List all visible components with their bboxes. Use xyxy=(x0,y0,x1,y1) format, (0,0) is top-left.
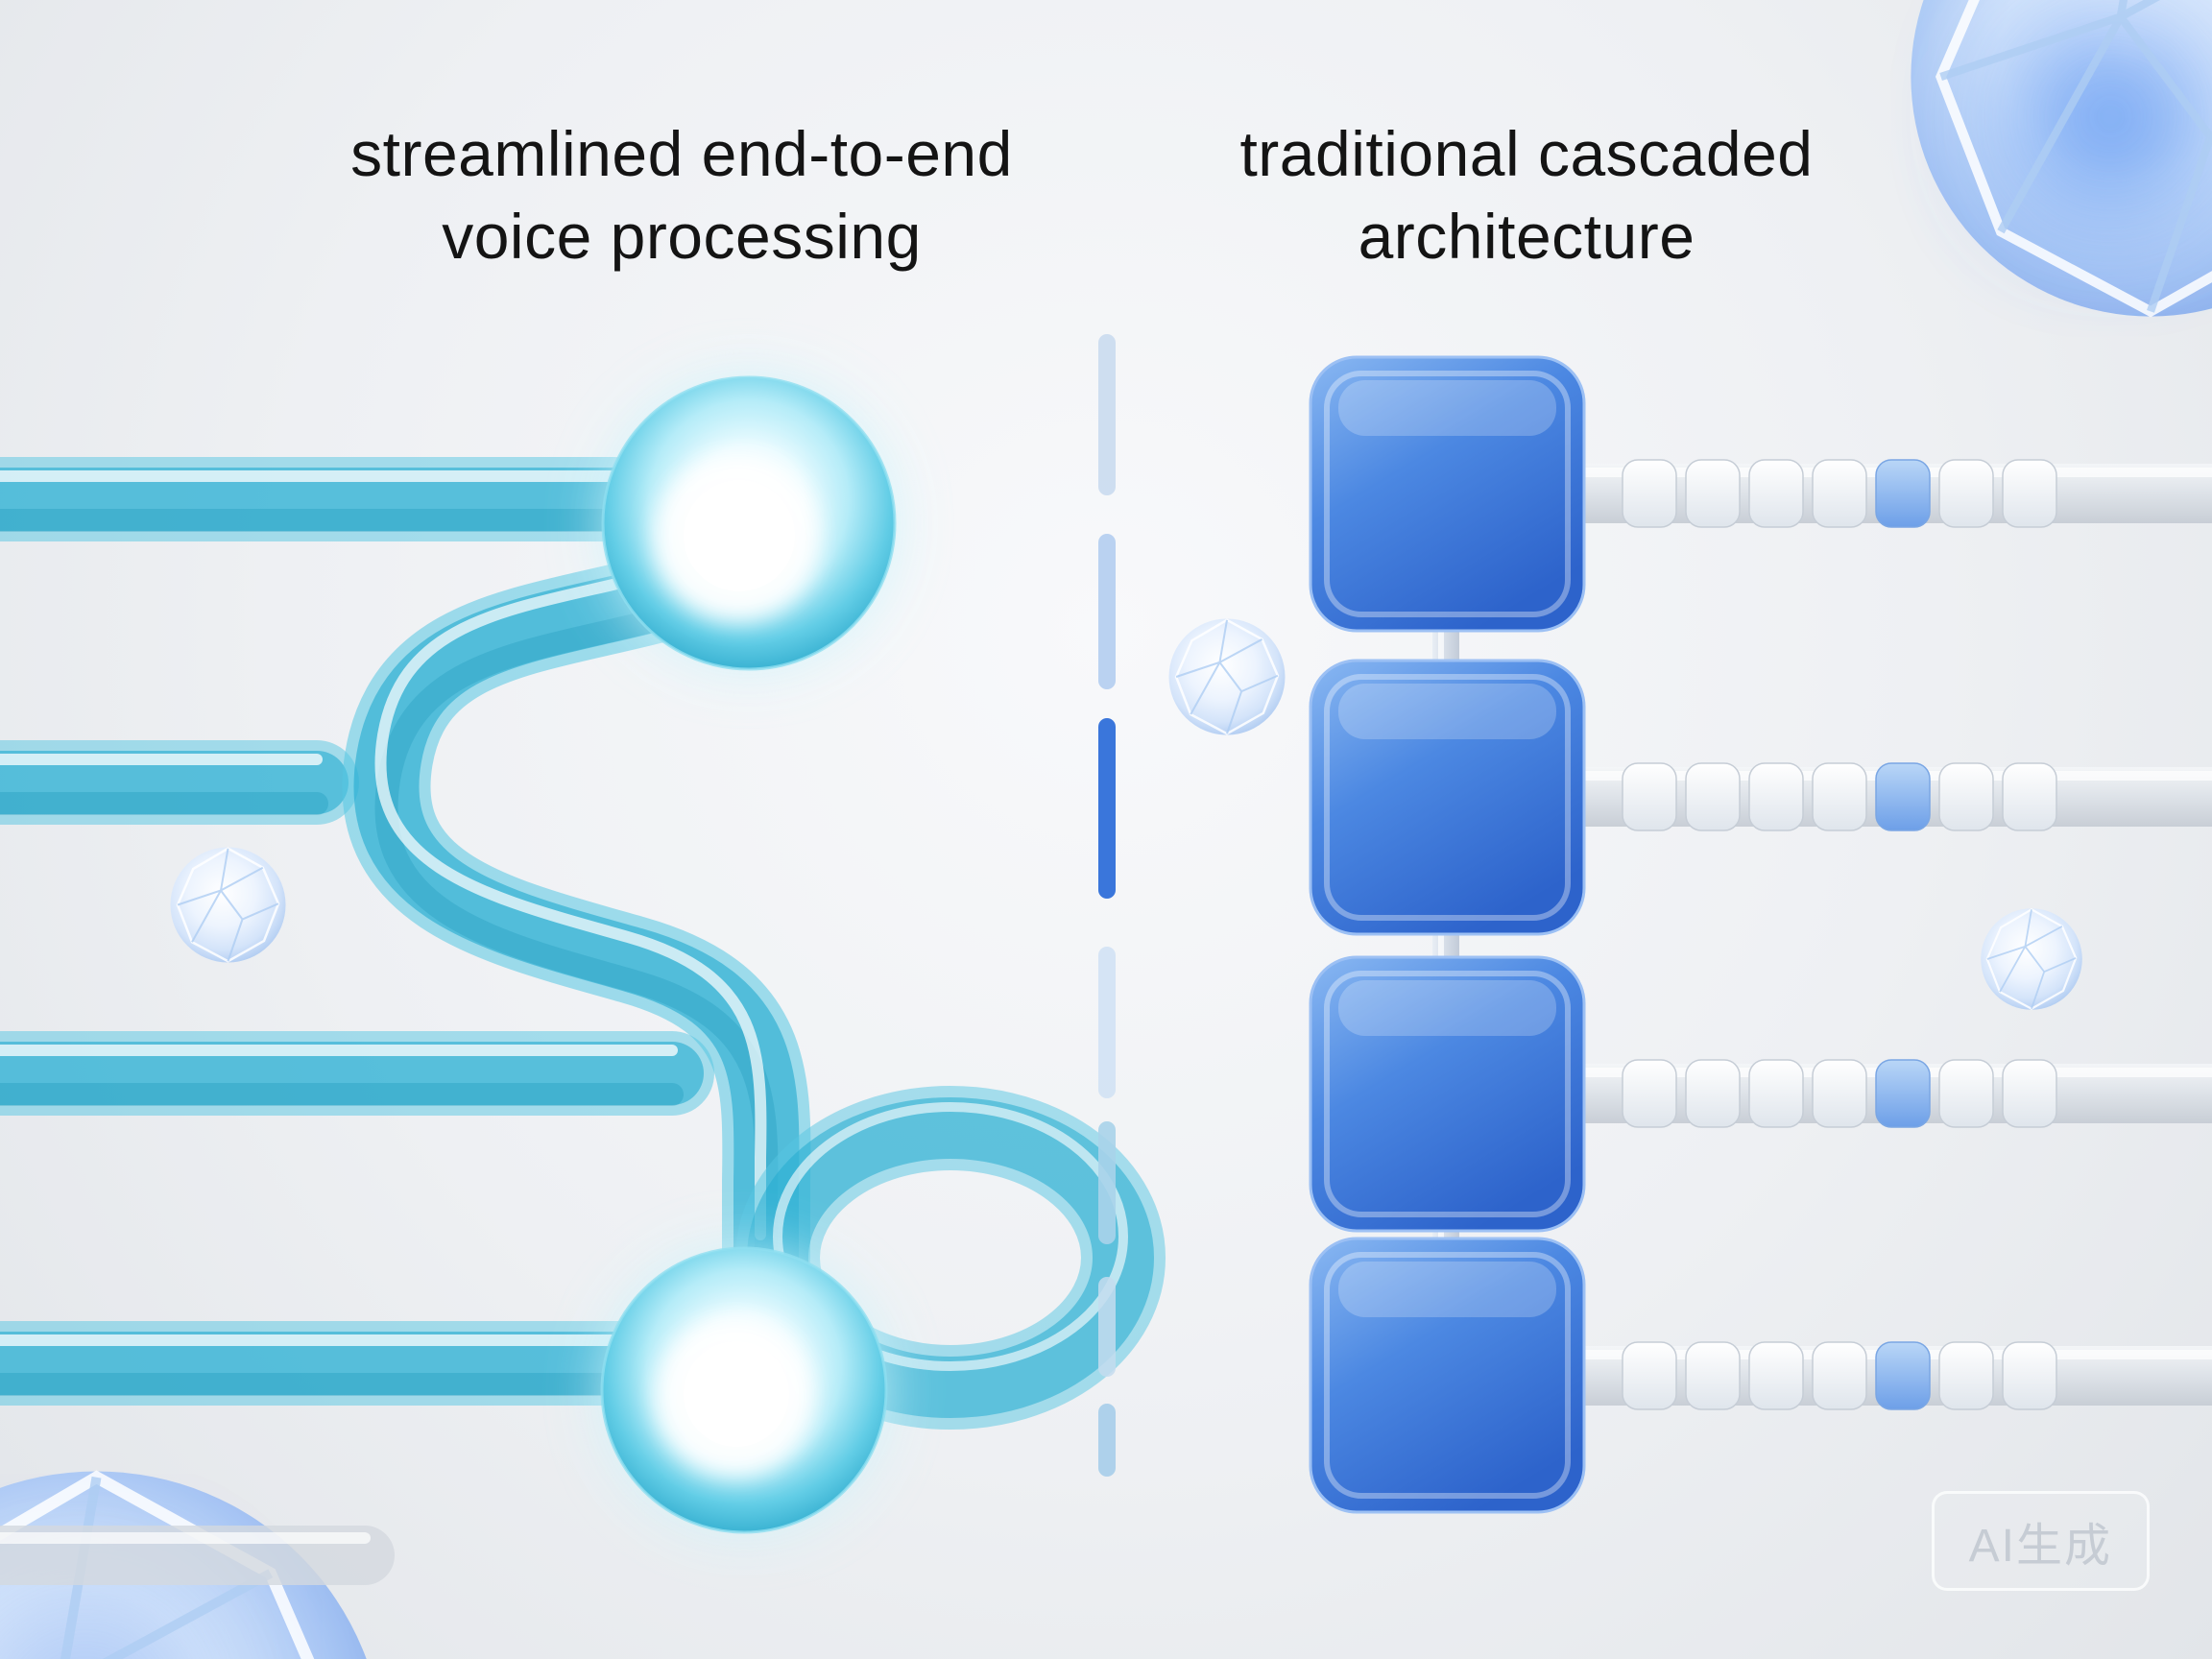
right-title-line2: architecture xyxy=(1358,200,1695,272)
cascade-blocks xyxy=(1309,355,1586,1514)
segmented-pipe xyxy=(1565,1059,2212,1128)
dashed-divider xyxy=(1098,334,1116,1477)
cascade-block xyxy=(1309,355,1586,633)
crystal-polyhedron-bottom-left xyxy=(0,1472,385,1659)
crystal-sphere-left xyxy=(170,847,286,963)
cascade-block xyxy=(1309,955,1586,1233)
left-title-line2: voice processing xyxy=(442,200,922,272)
ai-watermark-badge: AI生成 xyxy=(1931,1491,2150,1591)
cascade-block xyxy=(1309,1237,1586,1514)
segmented-pipe xyxy=(1565,762,2212,831)
glow-sphere-bottom xyxy=(600,1246,888,1534)
crystal-sphere-right xyxy=(1981,908,2082,1010)
clear-glass-tube xyxy=(0,1538,365,1555)
ai-watermark-label: AI生成 xyxy=(1968,1521,2112,1572)
stream-tubes xyxy=(0,476,1123,1387)
right-title-line1: traditional cascaded xyxy=(1239,118,1814,189)
left-title-line1: streamlined end-to-end xyxy=(350,118,1013,189)
segmented-pipe xyxy=(1565,1341,2212,1410)
glow-sphere-top xyxy=(601,375,897,671)
crystal-sphere-center xyxy=(1168,618,1286,735)
cascade-block xyxy=(1309,659,1586,936)
segmented-pipes xyxy=(1565,459,2212,1410)
left-title: streamlined end-to-end voice processing xyxy=(240,113,1123,278)
crystal-polyhedron-top-right xyxy=(1911,0,2212,317)
right-title: traditional cascaded architecture xyxy=(1142,113,1911,278)
segmented-pipe xyxy=(1565,459,2212,528)
